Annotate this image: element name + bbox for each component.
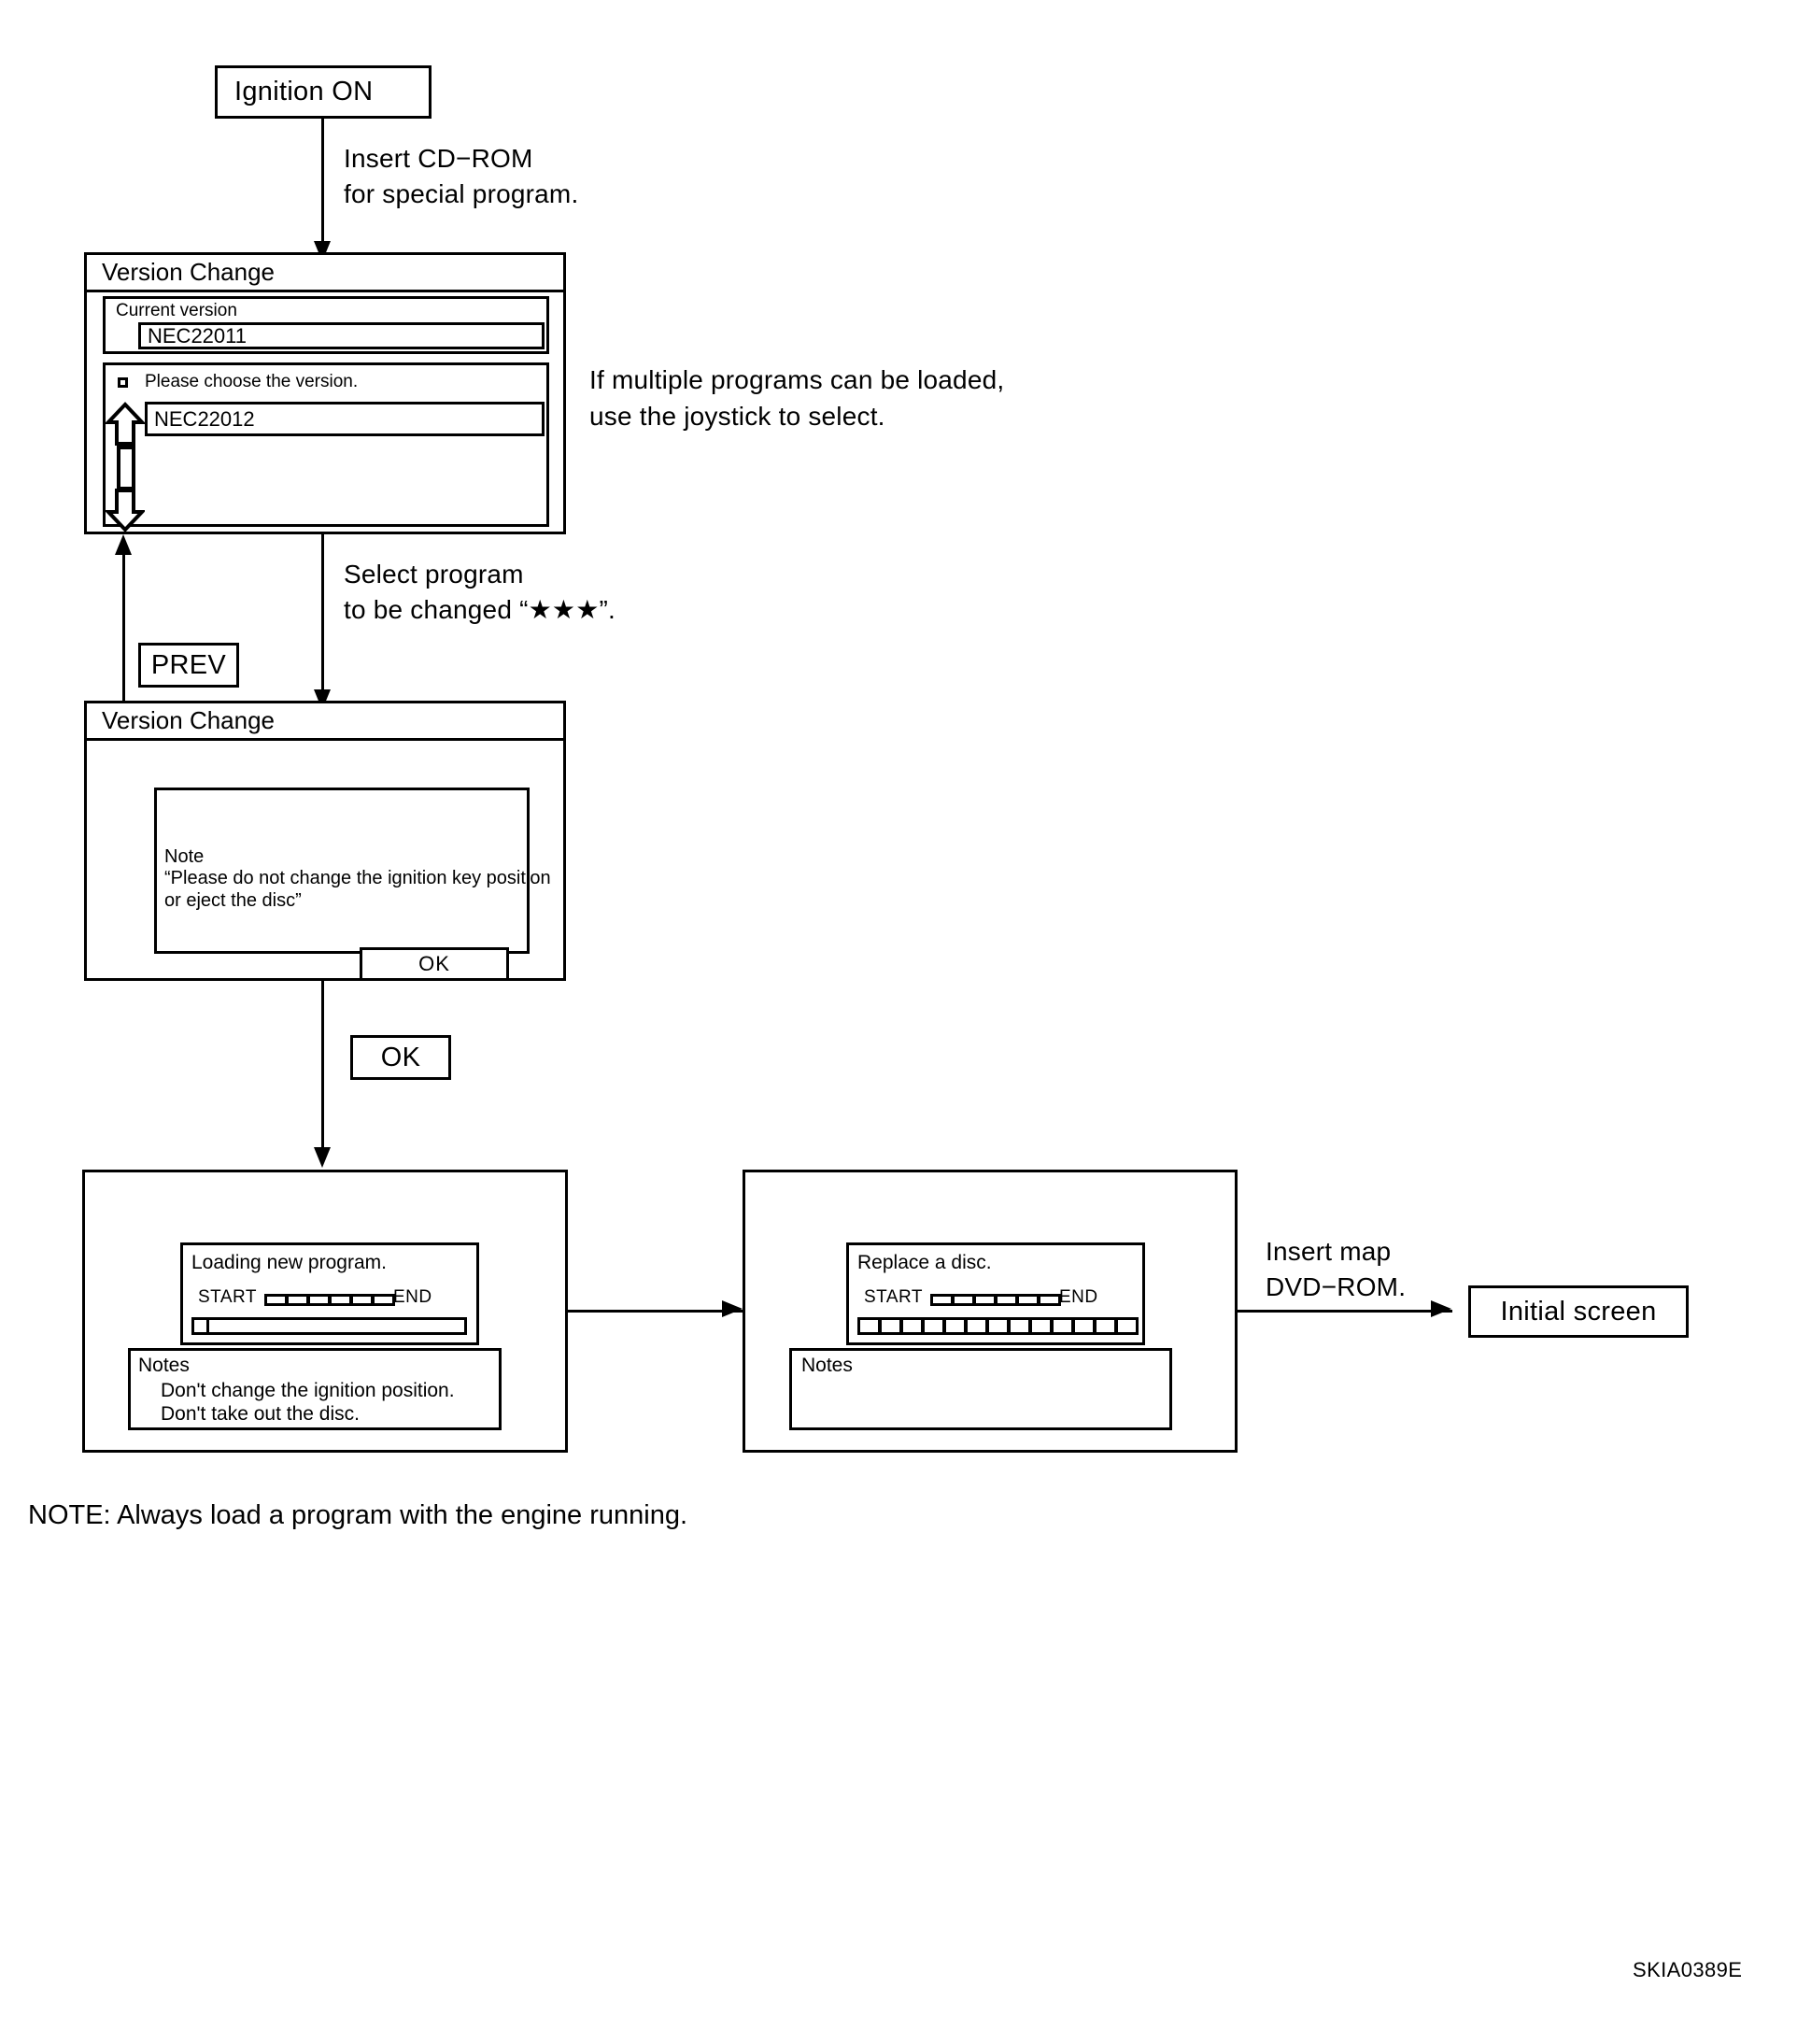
connector-prev-loop bbox=[122, 551, 125, 706]
node-ignition-on[interactable]: Ignition ON bbox=[215, 65, 432, 119]
confirm-note-panel bbox=[154, 788, 530, 954]
arrowhead-to-loading bbox=[314, 1147, 331, 1168]
arrowhead-prev-loop bbox=[115, 534, 132, 555]
annotation-multiple-programs-line2: use the joystick to select. bbox=[589, 402, 885, 431]
replace-notes-box bbox=[789, 1348, 1172, 1430]
loading-notes-title: Notes bbox=[138, 1355, 190, 1376]
confirm-note-heading: Note bbox=[164, 846, 205, 867]
node-initial-screen[interactable]: Initial screen bbox=[1468, 1285, 1689, 1338]
node-prev-button-label: PREV bbox=[150, 649, 227, 680]
replace-message: Replace a disc. bbox=[857, 1252, 992, 1273]
connector-version-select-to-confirm bbox=[321, 534, 324, 701]
arrow-down-icon[interactable] bbox=[104, 488, 147, 537]
connector-loading-to-replace bbox=[568, 1310, 745, 1313]
loading-notes-line2: Don't take out the disc. bbox=[161, 1403, 360, 1425]
arrowhead-to-replace bbox=[722, 1300, 743, 1317]
group-choose-version bbox=[103, 362, 549, 527]
annotation-select-program-line2: to be changed “★★★”. bbox=[344, 595, 616, 624]
confirm-ok-button[interactable]: OK bbox=[360, 947, 509, 981]
confirm-ok-label: OK bbox=[418, 952, 450, 975]
annotation-insert-cdrom-line2: for special program. bbox=[344, 179, 579, 208]
node-ok-button[interactable]: OK bbox=[350, 1035, 451, 1080]
connector-replace-to-initial bbox=[1238, 1310, 1452, 1313]
dialog-version-select-title: Version Change bbox=[87, 255, 563, 292]
confirm-note-line1: “Please do not change the ignition key p… bbox=[164, 868, 551, 888]
connector-confirm-to-loading bbox=[321, 981, 324, 1158]
annotation-multiple-programs-line1: If multiple programs can be loaded, bbox=[589, 365, 1005, 394]
arrowhead-to-initial bbox=[1431, 1300, 1451, 1317]
loading-progress-end-label: END bbox=[393, 1287, 432, 1307]
replace-progress-end-label: END bbox=[1059, 1287, 1098, 1307]
loading-progress-fill bbox=[194, 1320, 209, 1332]
label-current-version: Current version bbox=[116, 301, 237, 320]
footer-note: NOTE: Always load a program with the eng… bbox=[28, 1500, 688, 1530]
loading-notes-box bbox=[128, 1348, 502, 1430]
node-ok-button-label: OK bbox=[380, 1042, 421, 1072]
annotation-insert-cdrom-line1: Insert CD−ROM bbox=[344, 144, 533, 173]
field-current-version-value: NEC22011 bbox=[138, 322, 545, 349]
loading-message: Loading new program. bbox=[191, 1252, 387, 1273]
node-ignition-on-label: Ignition ON bbox=[234, 77, 374, 106]
figure-code: SKIA0389E bbox=[1633, 1958, 1743, 1981]
replace-progress-start-label: START bbox=[864, 1287, 924, 1307]
replace-notes-title: Notes bbox=[801, 1355, 853, 1376]
dialog-confirm-title: Version Change bbox=[87, 703, 563, 741]
field-selectable-version[interactable]: NEC22012 bbox=[145, 402, 545, 436]
node-prev-button[interactable]: PREV bbox=[138, 643, 239, 688]
label-choose-version-prompt: Please choose the version. bbox=[145, 372, 359, 391]
annotation-select-program-line1: Select program bbox=[344, 560, 524, 589]
loading-progress-bar bbox=[191, 1317, 467, 1335]
bullet-square-icon bbox=[118, 377, 128, 388]
node-initial-screen-label: Initial screen bbox=[1500, 1296, 1657, 1327]
annotation-insert-map-line2: DVD−ROM. bbox=[1266, 1272, 1407, 1301]
loading-progress-start-label: START bbox=[198, 1287, 258, 1307]
loading-notes-line1: Don't change the ignition position. bbox=[161, 1380, 455, 1401]
annotation-insert-map-line1: Insert map bbox=[1266, 1237, 1392, 1266]
connector-ignition-to-version-select bbox=[321, 119, 324, 252]
arrow-up-icon[interactable] bbox=[104, 402, 147, 451]
confirm-note-line2: or eject the disc” bbox=[164, 890, 302, 911]
